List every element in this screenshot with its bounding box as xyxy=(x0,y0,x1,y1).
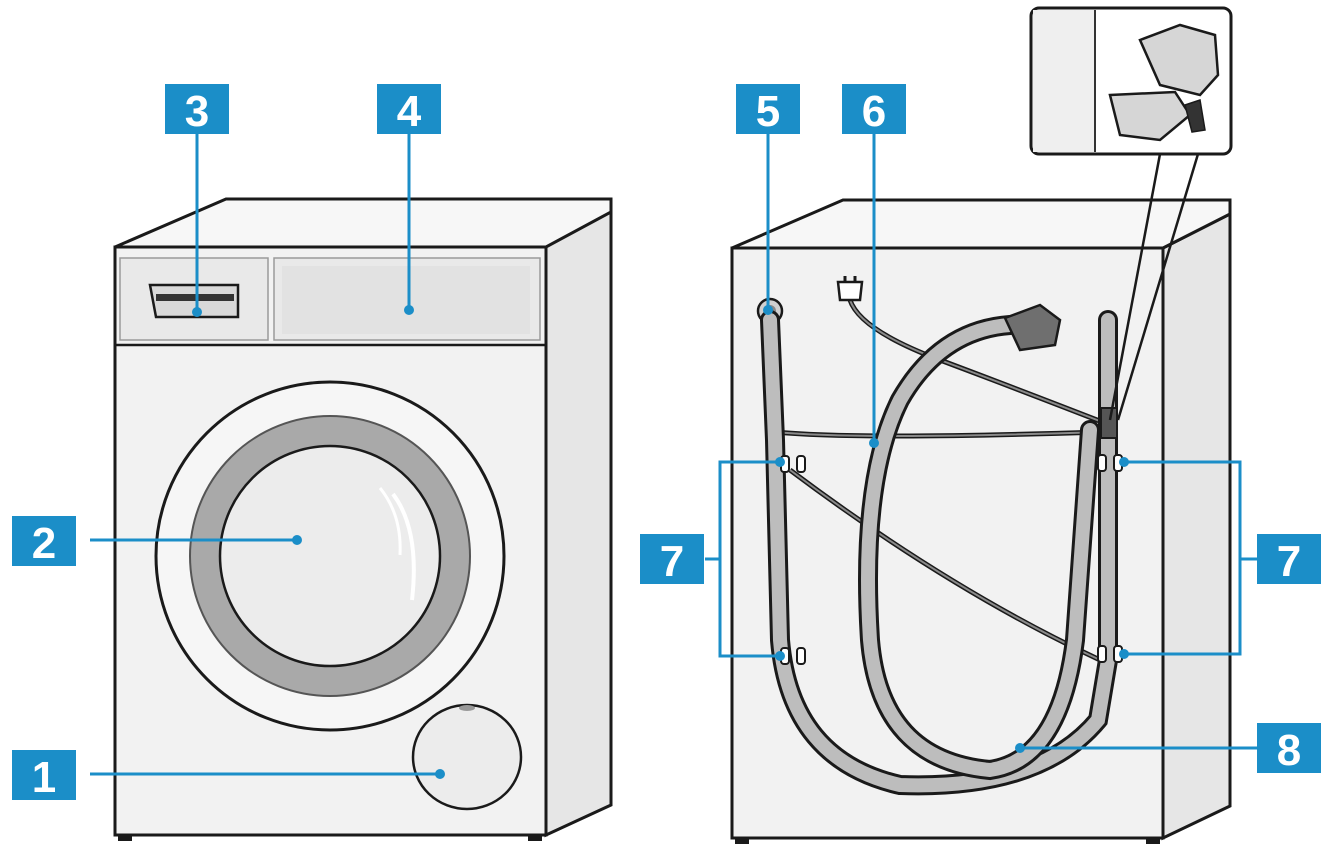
callout-badges: 1 2 3 4 5 6 7 7 xyxy=(12,84,1321,802)
washer-rear-top xyxy=(731,198,1232,250)
washer-rear-side-panel xyxy=(1161,211,1232,841)
washer-front-view xyxy=(113,197,613,841)
leader-lines xyxy=(90,130,1257,779)
callout-badge-4: 4 xyxy=(377,84,441,136)
washer-front-side-panel xyxy=(544,204,613,838)
callout-badge-2: 2 xyxy=(12,516,76,568)
washer-front-top xyxy=(114,197,613,249)
callout-badge-8: 8 xyxy=(1257,723,1321,775)
svg-text:2: 2 xyxy=(32,519,56,568)
svg-text:5: 5 xyxy=(756,87,780,136)
svg-text:7: 7 xyxy=(1277,537,1301,586)
power-cable xyxy=(836,276,1111,428)
drain-hose xyxy=(858,303,1100,781)
svg-text:8: 8 xyxy=(1277,726,1301,775)
hose-holder-detail-inset xyxy=(1029,6,1233,421)
callout-badge-5: 5 xyxy=(736,84,800,136)
callout-badge-3: 3 xyxy=(165,84,229,136)
svg-text:6: 6 xyxy=(862,87,886,136)
hose-holder-clip xyxy=(1100,407,1118,439)
svg-text:4: 4 xyxy=(397,87,422,136)
control-panel-display xyxy=(282,266,530,334)
pump-filter-cover xyxy=(411,703,523,811)
callout-badge-7-right: 7 xyxy=(1257,534,1321,586)
svg-text:3: 3 xyxy=(185,87,209,136)
svg-text:1: 1 xyxy=(32,753,56,802)
callout-badge-1: 1 xyxy=(12,750,76,802)
callout-badge-7-left: 7 xyxy=(640,534,704,586)
washer-rear-view xyxy=(730,198,1232,844)
washer-door xyxy=(154,380,506,732)
detergent-drawer xyxy=(148,283,240,319)
callout-badge-6: 6 xyxy=(842,84,906,136)
svg-text:7: 7 xyxy=(660,537,684,586)
